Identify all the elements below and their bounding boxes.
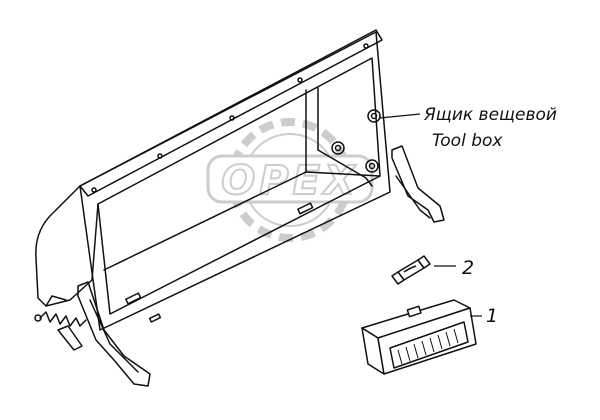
bulb-part (391, 255, 431, 285)
bolt-middle (331, 141, 345, 155)
bulb-filament (403, 265, 417, 273)
watermark-logo: OPEX (206, 118, 374, 242)
bulb-cap-right (417, 255, 431, 269)
left-spring (39, 311, 87, 327)
frame-hole (297, 77, 303, 83)
bulb-cap-left (391, 271, 405, 285)
part-number-2: 2 (462, 257, 474, 279)
title-en: Tool box (432, 131, 503, 151)
floor-slot-left (125, 292, 142, 305)
hinge-right-arm (395, 175, 431, 219)
floor-slot-right (297, 202, 314, 215)
left-spring-eye (34, 314, 42, 322)
frame-hole (91, 187, 97, 193)
bolt-middle-center (334, 144, 342, 152)
hinge-left (77, 281, 151, 387)
box-top-flange (79, 29, 383, 197)
bolt-upper (367, 109, 381, 123)
hinge-right (391, 145, 445, 223)
lamp-part (361, 299, 477, 375)
tool-box-assembly (34, 29, 445, 387)
lamp-lens (389, 321, 469, 369)
left-foot (57, 325, 83, 351)
part-number-1: 1 (486, 305, 498, 327)
callout-leaders (379, 113, 482, 317)
title-ru: Ящик вещевой (423, 105, 557, 125)
floor-slot-left-2 (148, 313, 162, 323)
hinge-left-arm (89, 299, 139, 373)
bolt-lower (365, 159, 379, 173)
frame-hole (229, 115, 235, 121)
lamp-switch (406, 305, 422, 318)
box-left-shell (35, 185, 99, 307)
bolt-lower-center (368, 162, 376, 170)
box-partition (305, 87, 319, 173)
box-left-shell-edge (45, 295, 67, 307)
bolt-upper-center (370, 112, 378, 120)
frame-hole (157, 153, 163, 159)
leader-title (379, 113, 421, 119)
box-front-frame (79, 31, 391, 331)
box-partition-ledge (317, 149, 373, 187)
lamp-lens-grille (397, 328, 459, 365)
frame-hole (363, 43, 369, 49)
